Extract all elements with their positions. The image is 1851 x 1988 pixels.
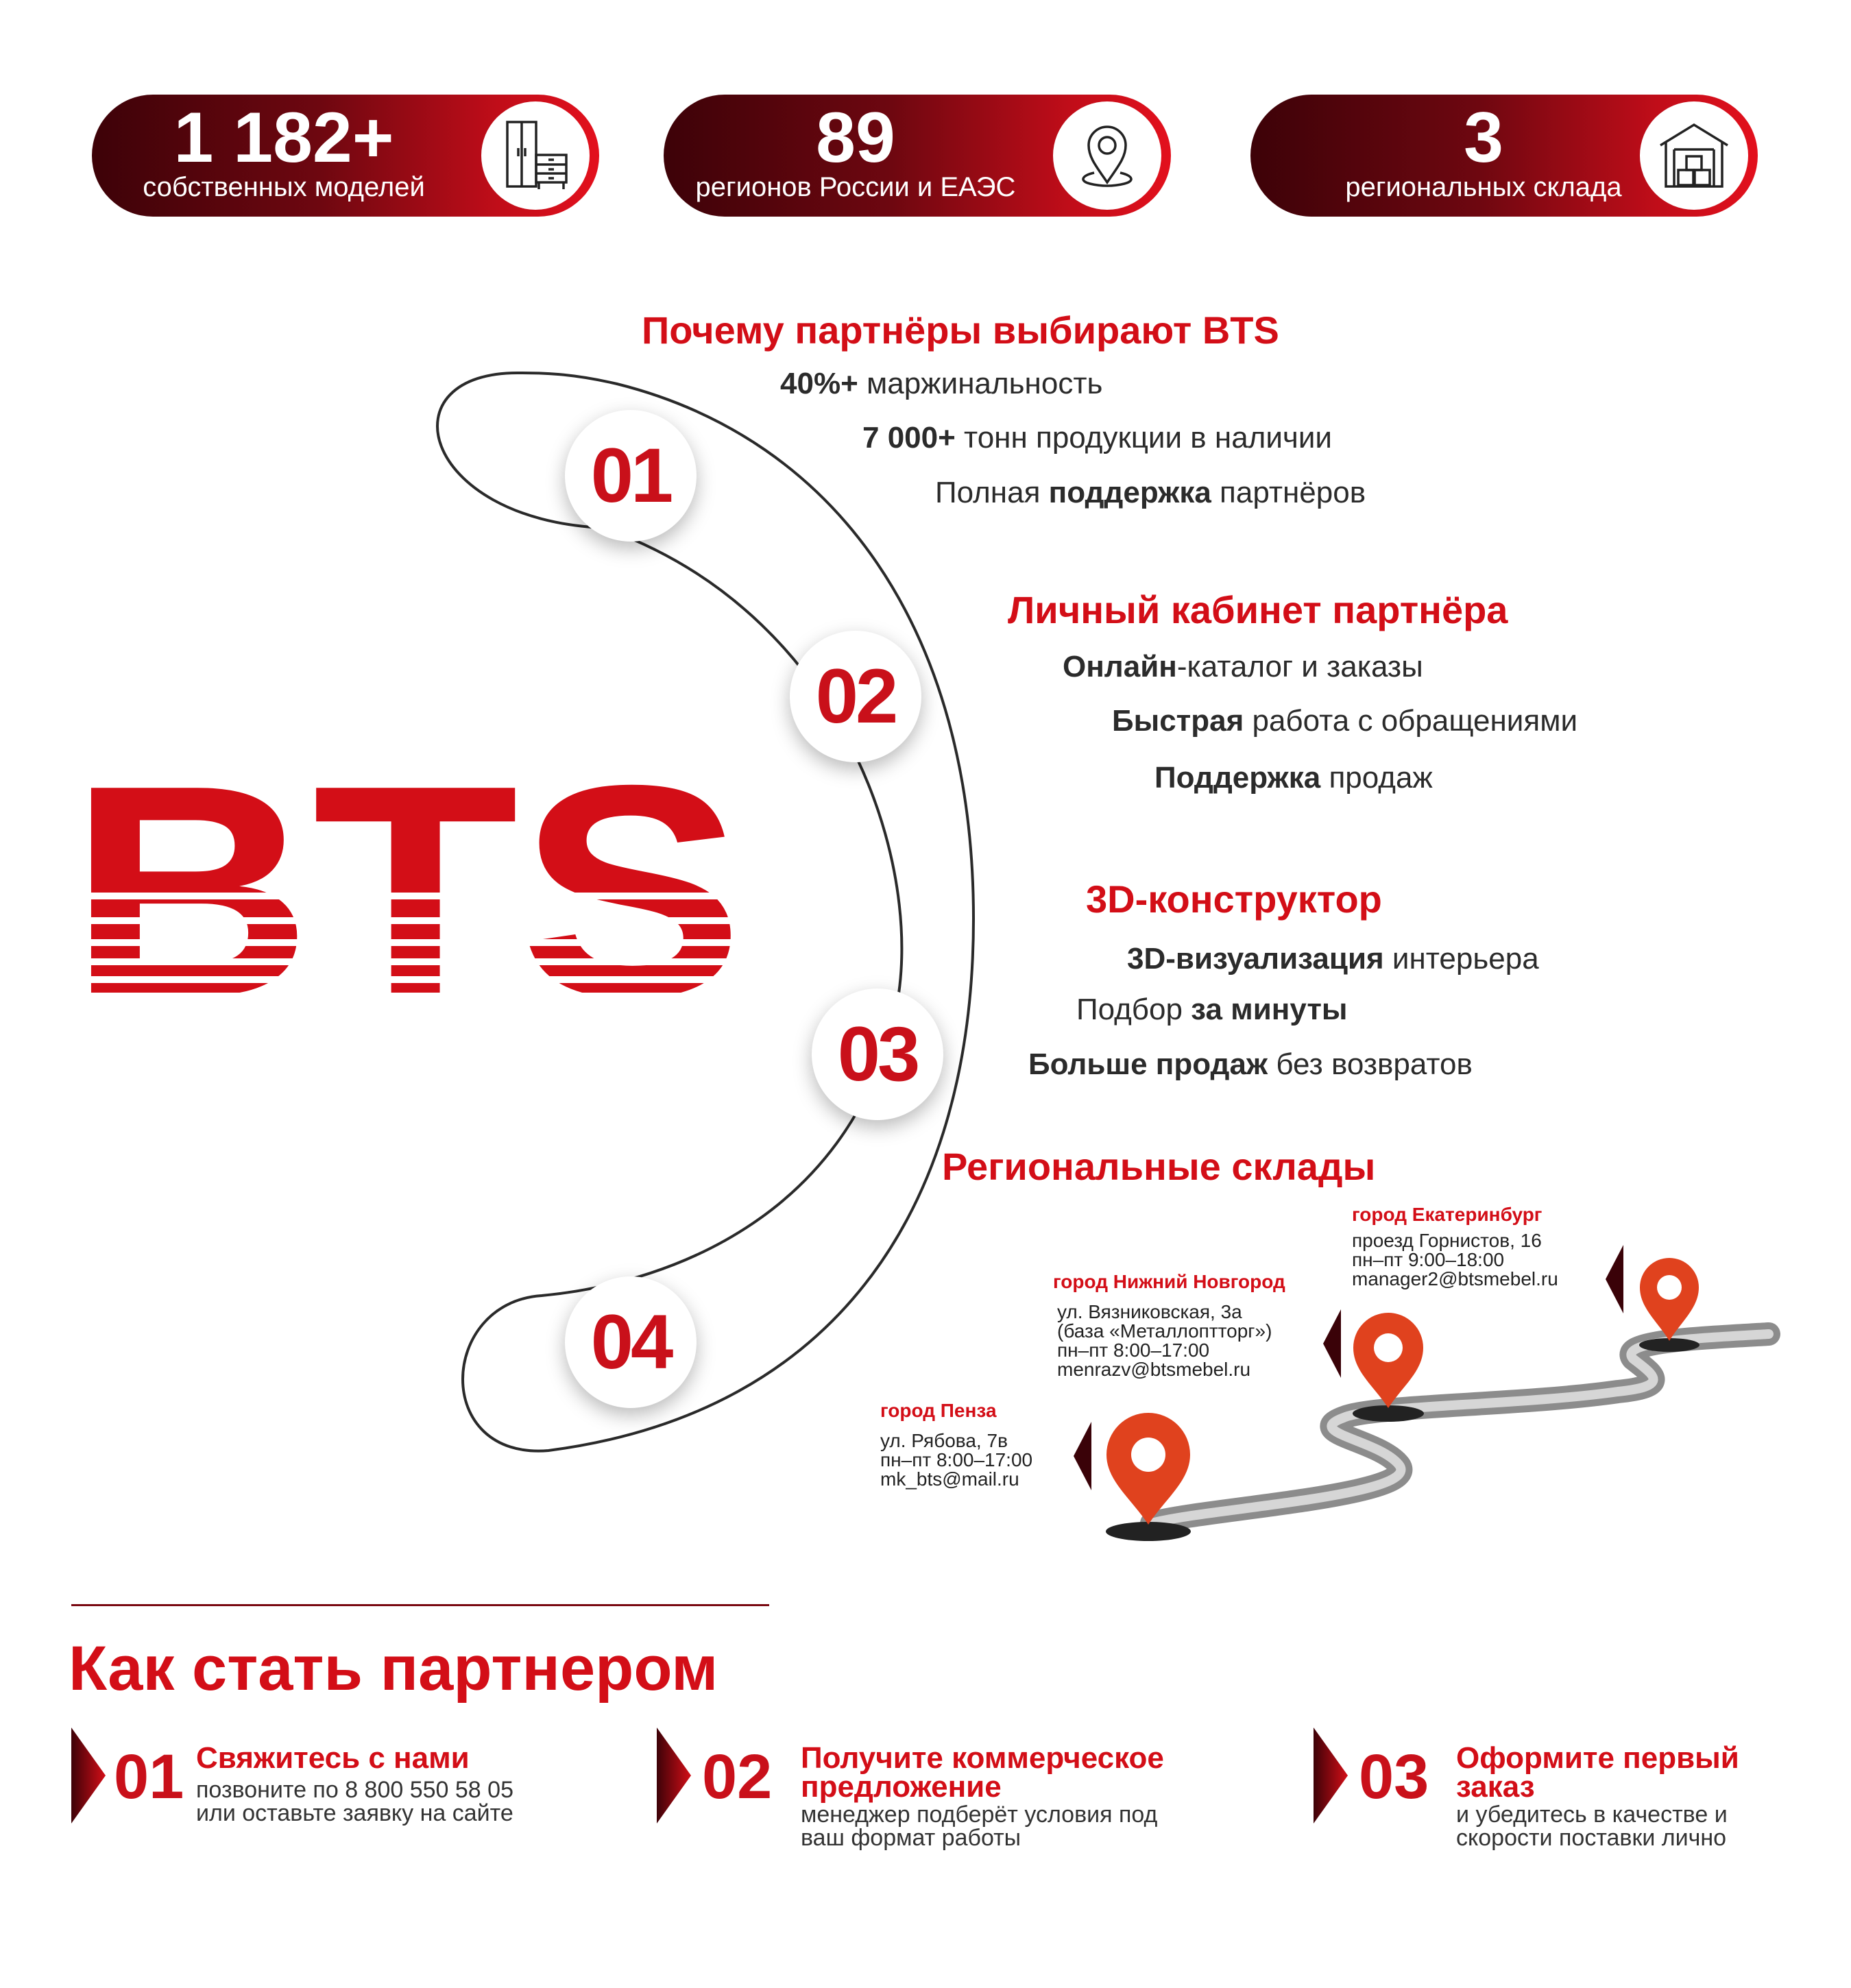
bts-logo-text: BTS xyxy=(69,775,744,1008)
step-2-title: Получите коммерческое предложение xyxy=(801,1741,1164,1804)
step-2-chevron-icon xyxy=(657,1728,691,1823)
section-1-line-2: 7 000+ тонн продукции в наличии xyxy=(862,421,1332,454)
section-2-line-3: Поддержка продаж xyxy=(1154,761,1433,795)
stat-warehouses: 3 региональных склада xyxy=(1250,95,1758,217)
step-2-desc: менеджер подберёт условия под ваш формат… xyxy=(801,1802,1158,1851)
warehouse-icon xyxy=(1640,101,1748,210)
location-pin-icon xyxy=(1053,101,1161,210)
warehouse-address-nizhny: ул. Вязниковская, 3а (база «Металлопттор… xyxy=(1057,1301,1272,1380)
stat-regions-caption: регионов России и ЕАЭС xyxy=(695,172,1016,202)
warehouse-city-ekaterinburg: город Екатеринбург xyxy=(1352,1204,1542,1225)
step-3-chevron-icon xyxy=(1314,1728,1348,1823)
pin-ekaterinburg-icon xyxy=(1639,1258,1699,1352)
section-2-line-2: Быстрая работа с обращениями xyxy=(1112,704,1578,738)
stat-warehouses-caption: региональных склада xyxy=(1345,172,1622,202)
section-3-line-2: Подбор за минуты xyxy=(1076,993,1348,1026)
bts-logo: BTS xyxy=(69,775,744,1008)
warehouse-marker-ekaterinburg xyxy=(1606,1245,1623,1313)
warehouse-address-ekaterinburg: проезд Горнистов, 16 пн–пт 9:00–18:00 ma… xyxy=(1352,1230,1558,1289)
step-1-chevron-icon xyxy=(71,1728,106,1823)
section-4-title: Региональные склады xyxy=(942,1145,1376,1188)
stat-models-caption: собственных моделей xyxy=(143,172,425,202)
step-circle-03: 03 xyxy=(812,989,943,1120)
section-2-line-1: Онлайн-каталог и заказы xyxy=(1063,650,1423,683)
step-1-number: 01 xyxy=(114,1742,184,1812)
step-circle-04: 04 xyxy=(565,1276,697,1408)
step-3-desc: и убедитесь в качестве и скорости постав… xyxy=(1456,1802,1728,1851)
partner-title: Как стать партнером xyxy=(69,1634,718,1704)
warehouse-marker-penza xyxy=(1074,1422,1091,1490)
stat-models-value: 1 182+ xyxy=(173,98,394,178)
stat-regions-value: 89 xyxy=(816,98,895,178)
section-3-title: 3D-конструктор xyxy=(1086,877,1382,921)
step-circle-01: 01 xyxy=(565,410,697,542)
warehouse-address-penza: ул. Рябова, 7в пн–пт 8:00–17:00 mk_bts@m… xyxy=(880,1430,1033,1490)
step-2-number: 02 xyxy=(702,1742,773,1812)
step-1-desc: позвоните по 8 800 550 58 05 или оставьт… xyxy=(196,1777,513,1826)
warehouse-city-nizhny: город Нижний Новгород xyxy=(1053,1271,1285,1292)
section-3-line-1: 3D-визуализация интерьера xyxy=(1127,942,1539,975)
section-1-line-3: Полная поддержка партнёров xyxy=(935,476,1366,509)
section-3-line-3: Больше продаж без возвратов xyxy=(1028,1047,1473,1081)
step-circle-02: 02 xyxy=(790,631,921,762)
pin-nizhny-icon xyxy=(1353,1313,1424,1422)
section-1-title: Почему партнёры выбирают BTS xyxy=(642,308,1279,352)
warehouse-marker-nizhny xyxy=(1323,1309,1341,1378)
partner-divider xyxy=(71,1604,769,1606)
warehouse-city-penza: город Пенза xyxy=(880,1400,997,1421)
pin-penza-icon xyxy=(1106,1413,1191,1541)
section-1-line-1: 40%+ маржинальность xyxy=(780,367,1103,400)
step-1-title: Свяжитесь с нами xyxy=(196,1741,470,1775)
section-2-title: Личный кабинет партнёра xyxy=(1008,588,1508,631)
curve-decoration xyxy=(436,371,976,1453)
stat-regions: 89 регионов России и ЕАЭС xyxy=(664,95,1171,217)
step-3-title: Оформите первый заказ xyxy=(1456,1741,1739,1804)
step-3-number: 03 xyxy=(1359,1742,1429,1812)
furniture-icon xyxy=(481,101,590,210)
stat-warehouses-value: 3 xyxy=(1464,98,1503,178)
stat-models: 1 182+ собственных моделей xyxy=(92,95,599,217)
